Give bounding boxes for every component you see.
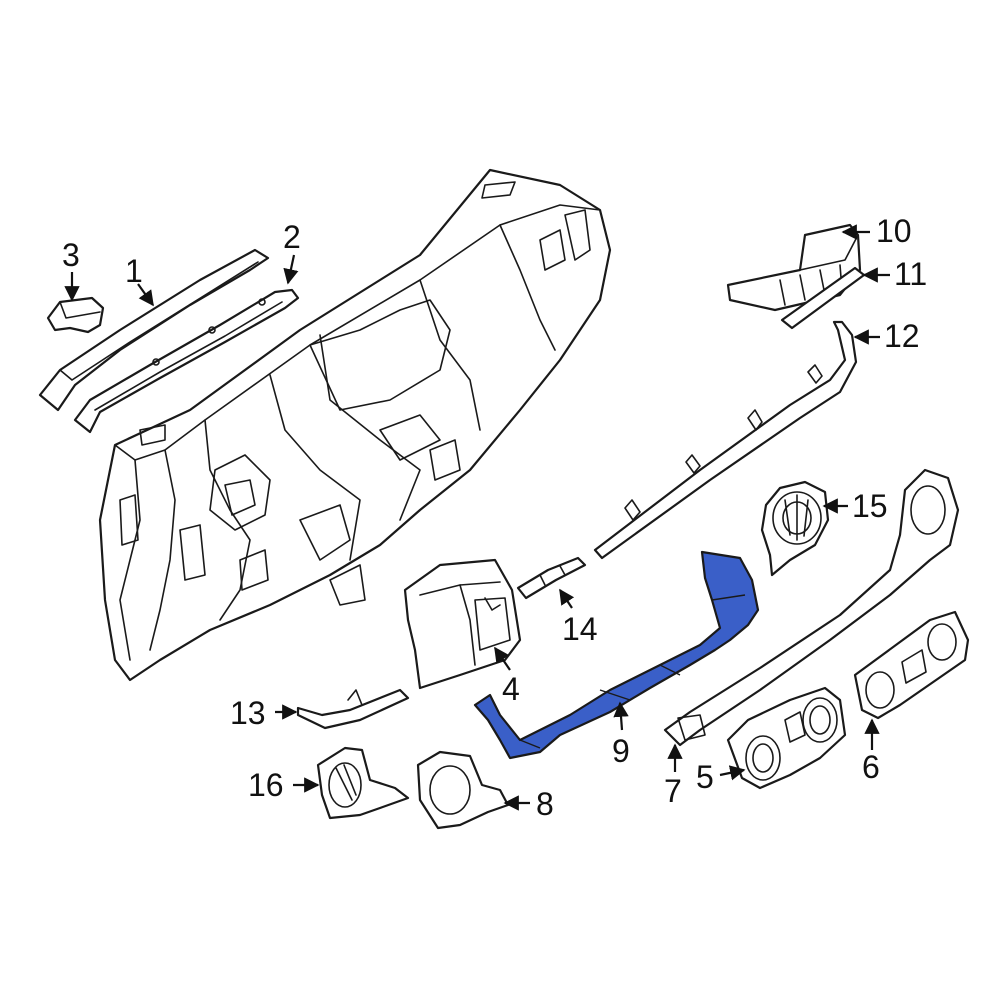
leader-2 <box>283 254 299 285</box>
part-6-control-bezel <box>853 610 970 720</box>
part-5-climate-control-unit <box>726 686 847 790</box>
part-9-reinforcement-bracket <box>473 550 760 760</box>
callout-4: 4 <box>502 671 520 707</box>
part-8-trim-bezel <box>416 750 510 830</box>
callout-13: 13 <box>230 695 266 731</box>
part-15-knob-assembly <box>760 480 830 577</box>
part-4-storage-module <box>403 558 522 690</box>
part-1-upper-trim-strip <box>38 248 270 412</box>
part-3-trim-cap <box>46 296 105 334</box>
callout-15: 15 <box>852 488 888 524</box>
leader-lines <box>64 224 890 811</box>
callout-11: 11 <box>894 256 927 292</box>
part-7-center-bezel <box>663 468 960 747</box>
callout-2: 2 <box>283 219 301 255</box>
callout-5: 5 <box>696 759 714 795</box>
callout-12: 12 <box>884 318 920 354</box>
part-13-trim-bar <box>296 688 410 730</box>
callout-3: 3 <box>62 237 80 273</box>
part-16-vent-housing <box>316 746 410 820</box>
leader-14 <box>559 588 575 609</box>
callout-14: 14 <box>562 611 598 647</box>
callout-8: 8 <box>536 786 554 822</box>
callout-6: 6 <box>862 749 880 785</box>
callout-1: 1 <box>125 253 143 289</box>
leader-9 <box>613 701 629 731</box>
callout-16: 16 <box>248 767 284 803</box>
callout-9: 9 <box>612 733 630 769</box>
callout-7: 7 <box>664 773 682 809</box>
part-14-bracket <box>516 556 587 600</box>
part-10-switch-housing <box>726 223 862 312</box>
part-12-trim-molding <box>593 320 858 560</box>
callout-10: 10 <box>876 213 912 249</box>
leader-1 <box>137 283 154 307</box>
leader-5 <box>719 765 746 781</box>
callout-labels: 1 2 3 4 5 6 7 8 9 10 11 12 13 14 15 16 <box>62 213 927 822</box>
instrument-panel-shell <box>98 168 612 682</box>
leader-4 <box>494 646 511 671</box>
part-2-defrost-grille <box>73 288 300 434</box>
